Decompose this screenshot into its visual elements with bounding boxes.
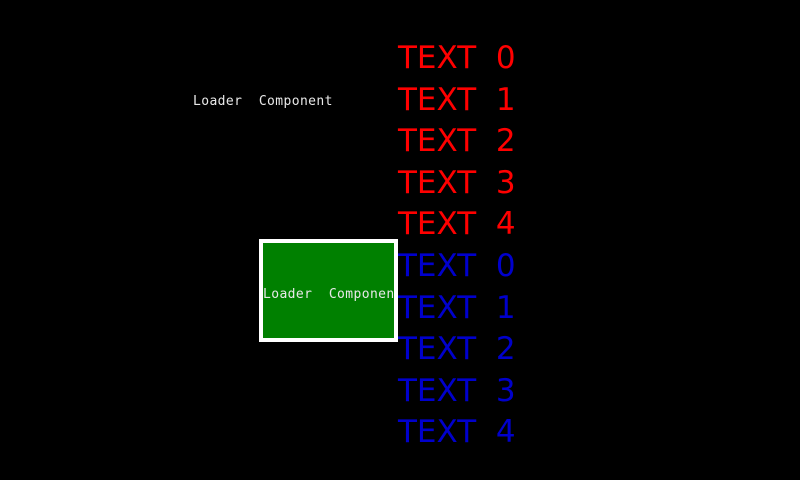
loader-box-fill: Loader Component (263, 243, 394, 338)
loader-component-box: Loader Component (259, 239, 398, 342)
list-item: TEXT 4 (398, 414, 516, 451)
blue-text-list: TEXT 0 TEXT 1 TEXT 2 TEXT 3 TEXT 4 (398, 246, 516, 454)
list-item: TEXT 3 (398, 164, 516, 201)
list-item: TEXT 3 (398, 372, 516, 409)
red-text-list: TEXT 0 TEXT 1 TEXT 2 TEXT 3 TEXT 4 (398, 38, 516, 246)
list-item: TEXT 4 (398, 206, 516, 243)
list-item: TEXT 0 (398, 248, 516, 284)
loader-component-label-inner: Loader Component (263, 287, 394, 302)
list-item: TEXT 2 (398, 331, 516, 368)
list-item: TEXT 2 (398, 123, 516, 160)
list-item: TEXT 0 (398, 40, 516, 76)
loader-component-label-top: Loader Component (193, 94, 333, 109)
list-item: TEXT 1 (398, 289, 516, 326)
list-item: TEXT 1 (398, 81, 516, 118)
